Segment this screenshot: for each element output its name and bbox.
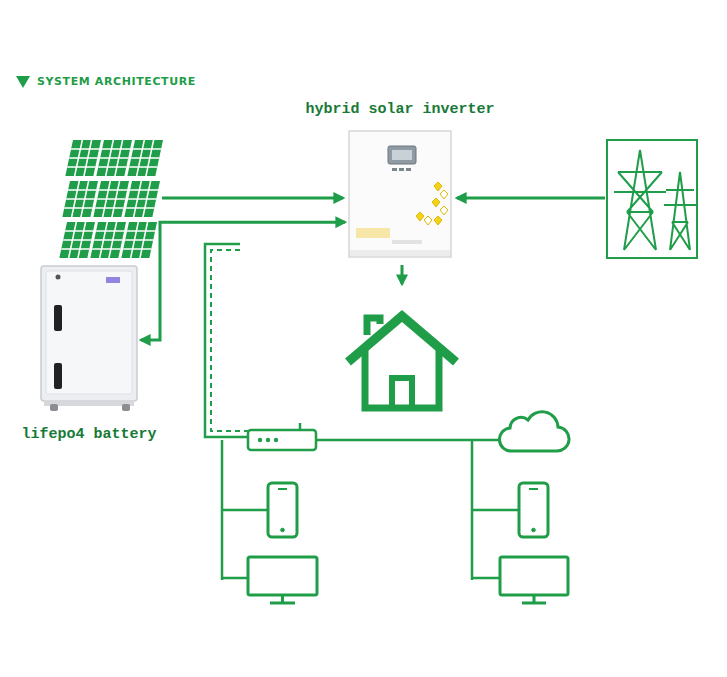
phone-icon-part	[519, 483, 548, 537]
solar-panels	[59, 140, 163, 258]
inverter-picture-part	[350, 250, 450, 256]
network-wires-part	[222, 440, 268, 580]
power-grid-icon	[607, 140, 697, 258]
inverter-picture-part	[349, 131, 451, 257]
phone-icon	[519, 483, 548, 537]
phone-icon-part	[532, 528, 536, 532]
inverter-picture-part	[440, 206, 448, 215]
monitor-icon-part	[522, 595, 546, 603]
monitor-icon-part	[270, 595, 295, 603]
power-grid-icon-part	[664, 172, 696, 250]
grid-arrow	[457, 197, 605, 200]
battery-picture-part	[106, 277, 120, 283]
battery-picture	[40, 265, 138, 412]
router-icon-part	[274, 438, 278, 442]
node-heading: hybrid solar inverter	[305, 101, 494, 119]
inverter-picture-part	[392, 240, 422, 244]
phone-icon-part	[278, 488, 287, 490]
battery-picture-part	[54, 363, 62, 389]
phone-icon	[268, 483, 297, 537]
power-grid-icon-part	[607, 140, 697, 258]
network-wires-part	[472, 440, 519, 580]
inverter-picture	[348, 130, 452, 258]
network-wires-part	[205, 244, 248, 437]
solar-panels-part	[93, 181, 129, 217]
monitor-icon	[248, 557, 317, 603]
house-icon	[348, 316, 456, 408]
inverter-picture-part	[434, 182, 442, 191]
solar-panels-part	[90, 222, 126, 258]
battery-picture-part	[54, 305, 62, 331]
battery-node: lifepo4 battery	[40, 265, 138, 412]
house-icon-part	[392, 378, 412, 408]
inverter-node: hybrid solar inverter	[348, 130, 452, 258]
node-heading: lifepo4 battery	[21, 426, 156, 444]
inverter-picture-part	[392, 168, 397, 171]
router-icon	[248, 423, 316, 450]
solar-panels-part	[124, 181, 160, 217]
load-arrow	[401, 265, 404, 284]
power-grid-icon-part	[614, 150, 666, 250]
solar-panels-part	[59, 222, 95, 258]
solar-panels-part	[121, 222, 157, 258]
solar-panels-part	[96, 140, 132, 176]
house-icon-part	[367, 318, 380, 335]
monitor-icon-part	[248, 557, 317, 595]
inverter-picture-part	[440, 190, 448, 199]
diagram-title: SYSTEM ARCHITECTURE	[37, 75, 196, 89]
router-icon-part	[299, 423, 302, 430]
battery-picture-part	[50, 404, 58, 411]
battery-picture-part	[56, 275, 61, 280]
battery-picture-part	[46, 271, 132, 394]
solar-panels-part	[62, 181, 98, 217]
inverter-picture-part	[356, 228, 390, 238]
monitor-icon	[500, 557, 568, 603]
solar-panels-part	[65, 140, 101, 176]
network-wires	[205, 244, 519, 580]
solar-panels-part	[127, 140, 163, 176]
inverter-picture-part	[392, 150, 412, 160]
router-icon-part	[248, 430, 316, 450]
phone-icon-part	[529, 488, 538, 490]
inverter-picture-part	[416, 212, 424, 221]
inverter-picture-part	[432, 198, 440, 207]
battery-picture-part	[122, 404, 130, 411]
inverter-picture-part	[406, 168, 411, 171]
inverter-picture-part	[399, 168, 404, 171]
house-icon-part	[365, 350, 439, 408]
inverter-picture-part	[434, 216, 442, 225]
inverter-picture-part	[388, 146, 416, 164]
router-icon-part	[266, 438, 270, 442]
monitor-icon-part	[500, 557, 568, 595]
battery-picture-part	[41, 266, 137, 401]
power-connector	[141, 222, 345, 340]
title-marker	[16, 76, 30, 88]
solar-arrow	[162, 197, 343, 200]
inverter-picture-part	[424, 216, 432, 225]
network-wires-part	[211, 250, 248, 431]
cloud-icon	[499, 412, 569, 451]
router-icon-part	[258, 438, 262, 442]
phone-icon-part	[281, 528, 285, 532]
phone-icon-part	[268, 483, 297, 537]
